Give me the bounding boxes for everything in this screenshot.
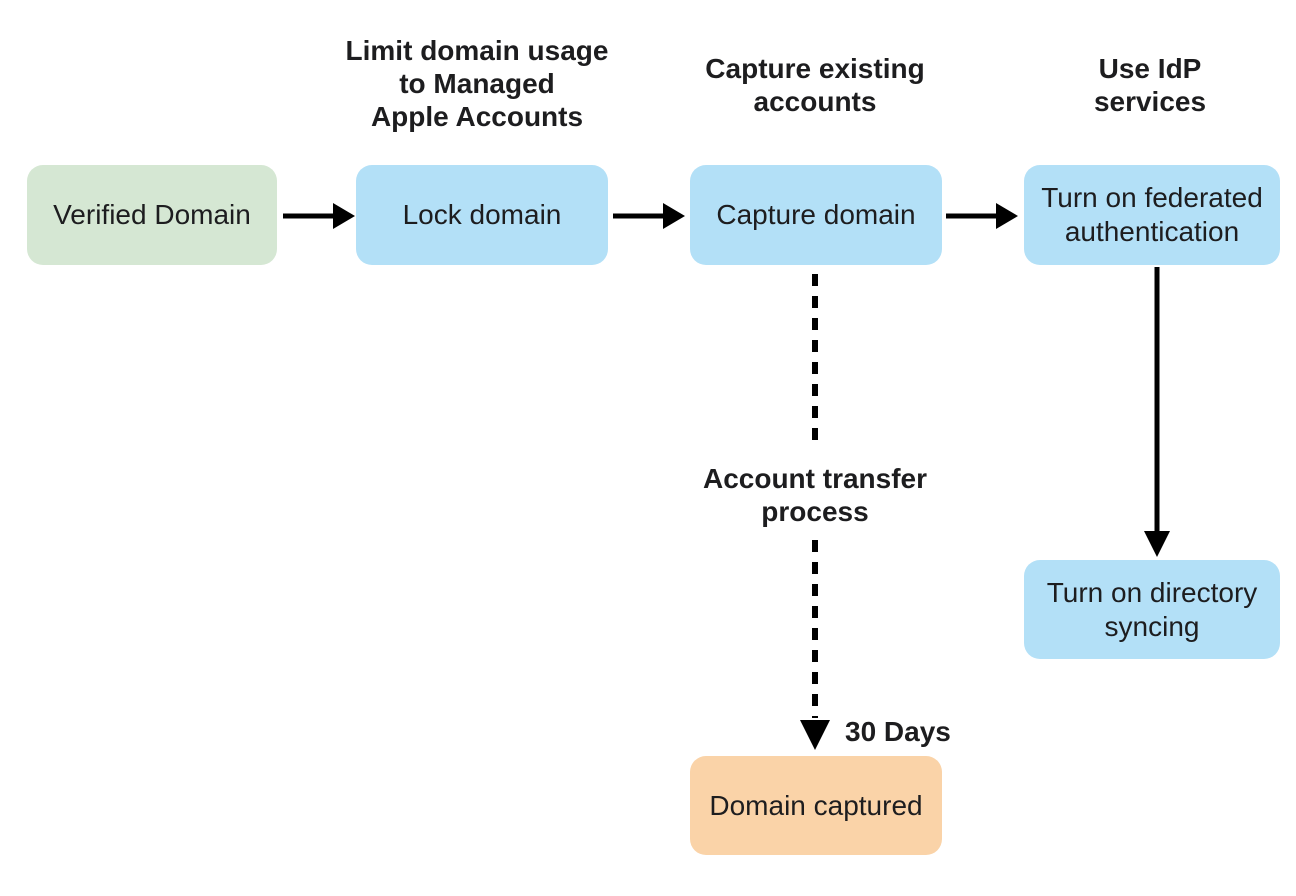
annotation-line: Capture existing <box>705 53 925 84</box>
node-label: Domain captured <box>709 789 923 821</box>
arrow-lock-to-capture <box>613 203 685 229</box>
annotation-line: accounts <box>753 86 877 117</box>
node-label: Lock domain <box>402 199 562 230</box>
annotation-line: services <box>1093 86 1207 117</box>
annotation-line: Apple Accounts <box>370 101 584 132</box>
node-lock-domain: Lock domain <box>356 165 608 265</box>
node-label: syncing <box>1104 610 1200 642</box>
annotation-line: to Managed <box>399 68 555 99</box>
arrow-capture-to-captured-dashed <box>800 274 830 750</box>
annotation-line: Limit domain usage <box>345 35 609 66</box>
annotation-line: Use IdP <box>1098 53 1202 84</box>
node-capture-domain: Capture domain <box>690 165 942 265</box>
annotation-account-transfer-process: Account transfer process <box>665 462 965 528</box>
node-label: Capture domain <box>716 199 916 230</box>
node-label: authentication <box>1064 216 1240 247</box>
annotation-use-idp-services: Use IdP services <box>1000 52 1296 118</box>
arrow-capture-to-federated <box>946 203 1018 229</box>
annotation-capture-existing-accounts: Capture existing accounts <box>665 52 965 118</box>
annotation-line: Account transfer <box>702 463 928 494</box>
annotation-line: 30 Days <box>845 716 951 747</box>
annotation-30-days: 30 Days <box>845 715 985 748</box>
annotation-limit-domain-usage: Limit domain usage to Managed Apple Acco… <box>327 34 627 133</box>
node-turn-on-federated-authentication: Turn on federated authentication <box>1024 165 1280 265</box>
node-label: Turn on federated <box>1041 182 1263 213</box>
node-verified-domain: Verified Domain <box>27 165 277 265</box>
node-label: Verified Domain <box>53 199 251 230</box>
node-turn-on-directory-syncing: Turn on directory syncing <box>1024 560 1280 659</box>
annotation-line: process <box>761 496 869 527</box>
node-domain-captured: Domain captured <box>690 756 942 855</box>
node-label: Turn on directory <box>1046 576 1258 608</box>
arrow-verified-to-lock <box>283 203 355 229</box>
arrow-federated-to-directory <box>1144 267 1170 557</box>
